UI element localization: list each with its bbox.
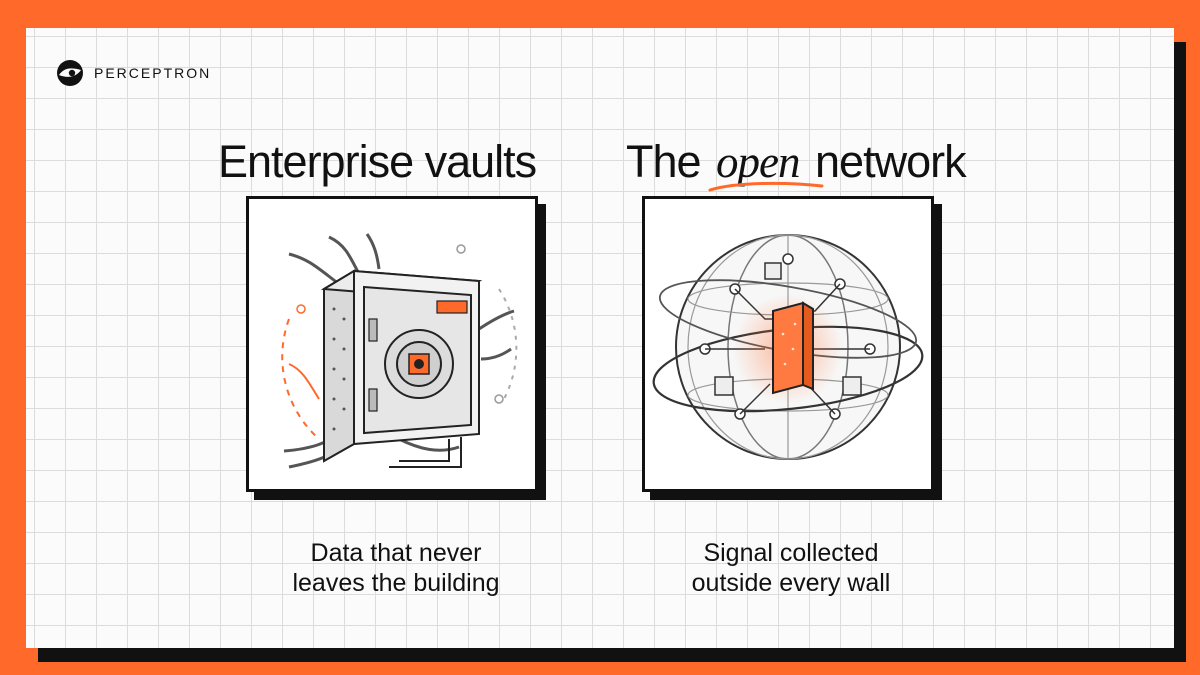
- right-heading-before: The: [626, 136, 713, 187]
- left-caption: Data that never leaves the building: [236, 538, 556, 598]
- right-heading-emphasis: open: [708, 136, 824, 192]
- brand-logo: PERCEPTRON: [56, 58, 211, 88]
- right-caption-line1: Signal collected: [703, 539, 879, 567]
- right-caption: Signal collected outside every wall: [631, 538, 951, 598]
- vault-icon: [281, 233, 518, 469]
- brand-name: PERCEPTRON: [94, 65, 212, 81]
- right-heading: The open network: [626, 136, 967, 192]
- vault-illustration: [246, 196, 538, 492]
- globe-network-icon: [652, 234, 924, 460]
- globe-illustration: [642, 196, 934, 492]
- right-caption-line2: outside every wall: [691, 569, 891, 597]
- left-caption-line2: leaves the building: [292, 569, 500, 597]
- globe-frame: [642, 196, 942, 500]
- emphasis-text: open: [716, 137, 800, 187]
- left-caption-line1: Data that never: [310, 539, 482, 567]
- slide-card: PERCEPTRON Enterprise vaults The open ne…: [26, 28, 1174, 648]
- orange-underline-icon: [708, 181, 824, 192]
- vault-frame: [246, 196, 546, 500]
- right-heading-after: network: [803, 136, 967, 187]
- left-heading: Enterprise vaults: [218, 136, 537, 187]
- perceptron-logo-icon: [57, 60, 83, 86]
